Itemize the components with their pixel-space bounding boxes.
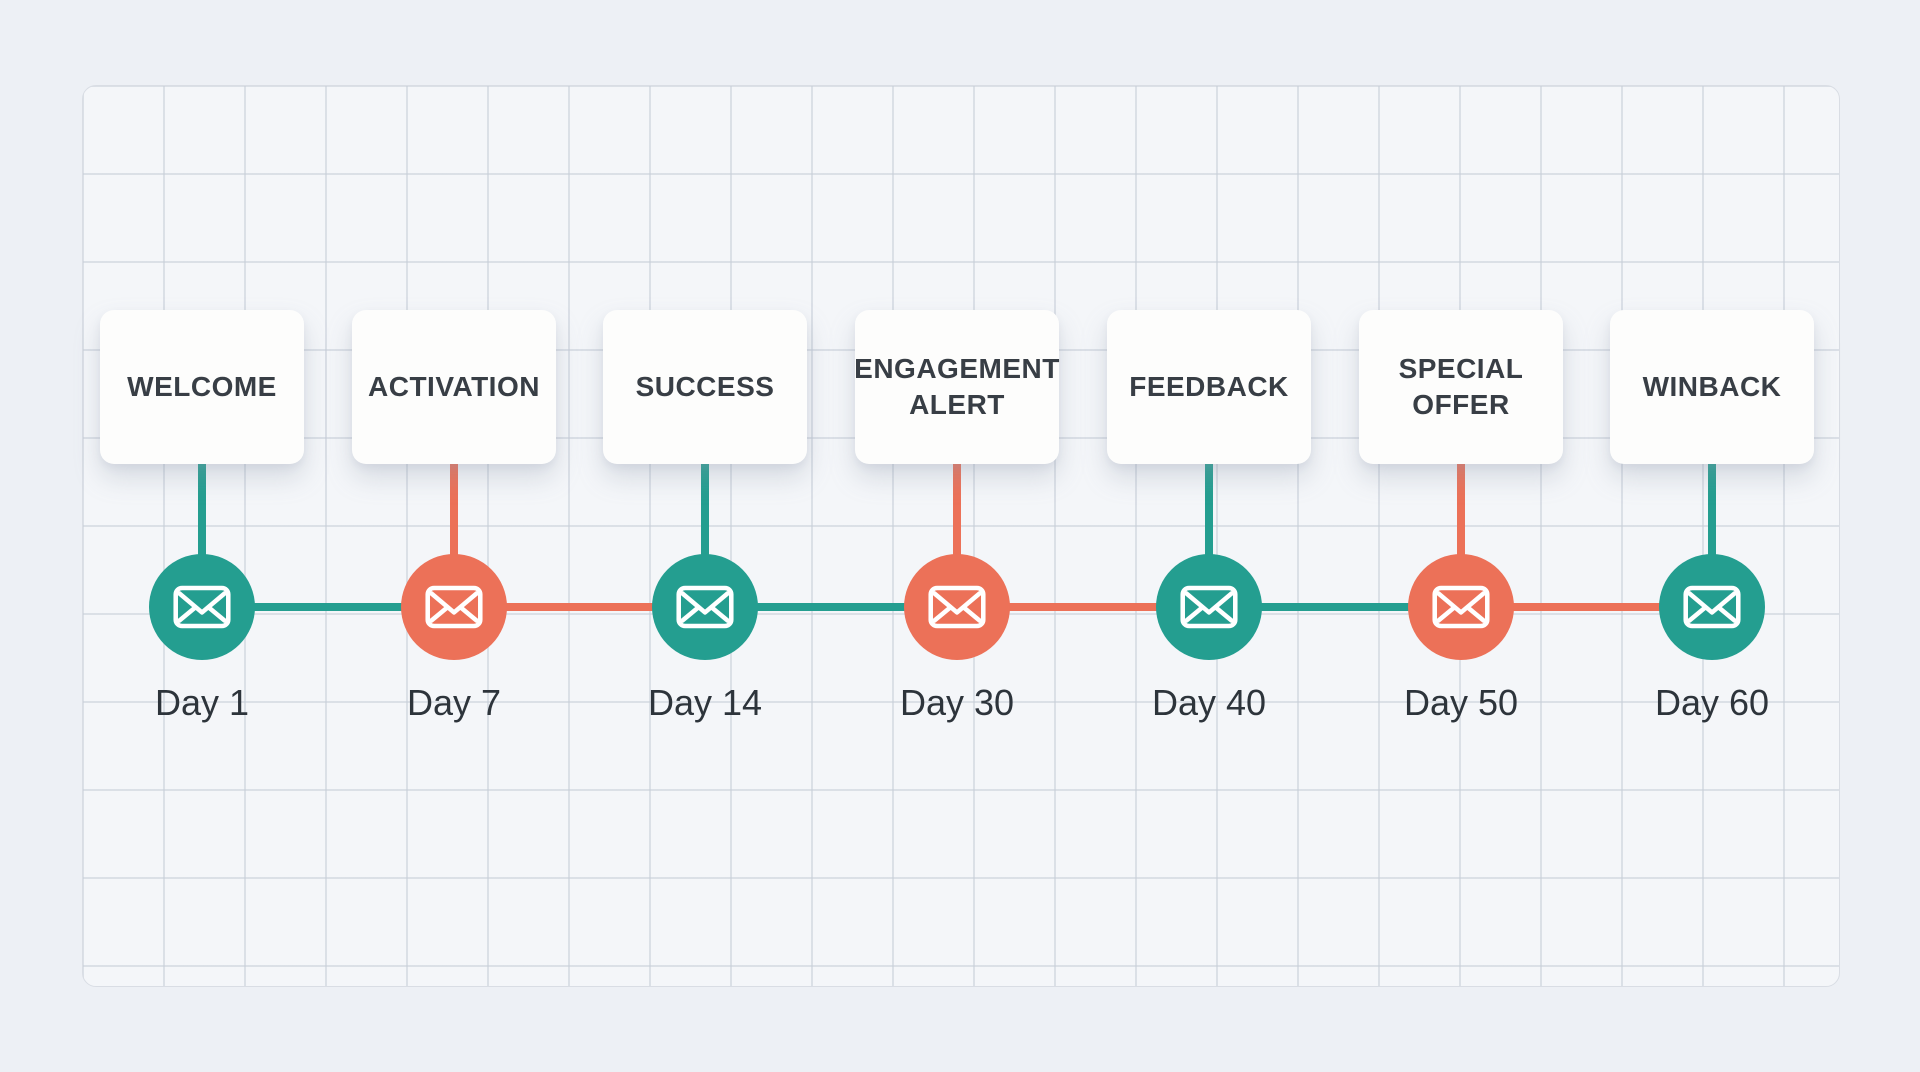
stage-card[interactable]: FEEDBACK — [1107, 310, 1311, 464]
email-step-circle[interactable] — [904, 554, 1010, 660]
grid-panel — [82, 85, 1840, 987]
email-step-circle[interactable] — [1156, 554, 1262, 660]
day-label: Day 60 — [1654, 682, 1770, 723]
segment-line — [705, 603, 957, 611]
day-label: Day 40 — [1151, 682, 1267, 723]
stage-card-label: ACTIVATION — [368, 370, 540, 402]
day-label: Day 14 — [647, 682, 763, 723]
segment-line — [957, 603, 1209, 611]
envelope-icon — [173, 585, 231, 629]
envelope-icon — [1683, 585, 1741, 629]
card-connector-line — [1708, 460, 1716, 566]
stage-card[interactable]: WELCOME — [100, 310, 304, 464]
card-connector-line — [450, 460, 458, 566]
card-connector-line — [953, 460, 961, 566]
card-connector-line — [1205, 460, 1213, 566]
day-label: Day 7 — [406, 682, 502, 723]
stage-card[interactable]: ENGAGEMENT ALERT — [854, 310, 1059, 464]
envelope-icon — [676, 585, 734, 629]
card-connector-line — [701, 460, 709, 566]
email-step-circle[interactable] — [149, 554, 255, 660]
stage-card-label: FEEDBACK — [1129, 370, 1289, 402]
day-label: Day 1 — [154, 682, 250, 723]
stage-card-label: SPECIAL OFFER — [1398, 352, 1524, 420]
card-connector-line — [1457, 460, 1465, 566]
envelope-icon — [1432, 585, 1490, 629]
day-label: Day 50 — [1403, 682, 1519, 723]
email-step-circle[interactable] — [1408, 554, 1514, 660]
segment-line — [1209, 603, 1461, 611]
stage-card-label: SUCCESS — [635, 370, 775, 402]
segment-line — [454, 603, 705, 611]
envelope-icon — [425, 585, 483, 629]
email-step-circle[interactable] — [1659, 554, 1765, 660]
envelope-icon — [928, 585, 986, 629]
envelope-icon — [1180, 585, 1238, 629]
card-connector-line — [198, 460, 206, 566]
segment-line — [202, 603, 454, 611]
stage-card[interactable]: SUCCESS — [603, 310, 807, 464]
segment-line — [1461, 603, 1712, 611]
stage-card[interactable]: WINBACK — [1610, 310, 1814, 464]
stage-card-label: ENGAGEMENT ALERT — [854, 352, 1060, 420]
stage-card[interactable]: ACTIVATION — [352, 310, 556, 464]
email-step-circle[interactable] — [401, 554, 507, 660]
email-step-circle[interactable] — [652, 554, 758, 660]
stage-card-label: WINBACK — [1642, 370, 1782, 402]
day-label: Day 30 — [899, 682, 1015, 723]
stage-card[interactable]: SPECIAL OFFER — [1359, 310, 1563, 464]
stage-card-label: WELCOME — [127, 370, 277, 402]
